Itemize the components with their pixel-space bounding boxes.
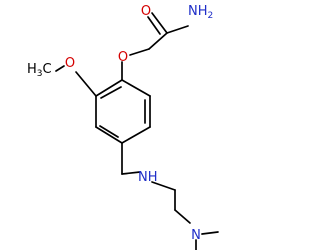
atom-o-ether: O bbox=[118, 50, 128, 65]
atom-o-carbonyl: O bbox=[141, 4, 151, 19]
molecule-structure: O NH2 O O H3C NH N bbox=[27, 4, 219, 250]
bond-nh-ch2 bbox=[151, 181, 176, 191]
bond-ch2-n bbox=[174, 209, 191, 224]
bond-amide-cn bbox=[166, 25, 189, 34]
bond-ch2-nh bbox=[121, 171, 141, 175]
atom-amine-n: N bbox=[191, 228, 201, 243]
bond-ch2-o bbox=[129, 48, 150, 56]
bond-ring-3-4 bbox=[121, 126, 151, 144]
atom-methyl-h3c: H3C bbox=[27, 62, 52, 79]
bond-amide-cc bbox=[148, 32, 168, 50]
bond-omethoxy-ch3 bbox=[55, 65, 65, 72]
bond-ring-inner-3 bbox=[100, 86, 122, 99]
bond-ring-1-2 bbox=[121, 79, 151, 97]
atom-amine-nh: NH bbox=[138, 170, 158, 185]
atom-o-methoxy: O bbox=[65, 56, 75, 71]
atom-amide-nh2: NH2 bbox=[188, 4, 213, 21]
atom-label-layer: O NH2 O O H3C NH N bbox=[27, 4, 213, 243]
bond-ring-4-5 bbox=[95, 126, 123, 144]
bond-ring-6-1 bbox=[95, 79, 123, 97]
bond-n-methyl-1 bbox=[201, 231, 219, 235]
bond-carbonyl-double-2 bbox=[147, 16, 161, 35]
bond-layer bbox=[55, 12, 219, 250]
bond-carbonyl-double-1 bbox=[151, 12, 168, 34]
bond-ring-inner-2 bbox=[99, 125, 119, 138]
bond-ring-omethoxy bbox=[75, 71, 97, 97]
